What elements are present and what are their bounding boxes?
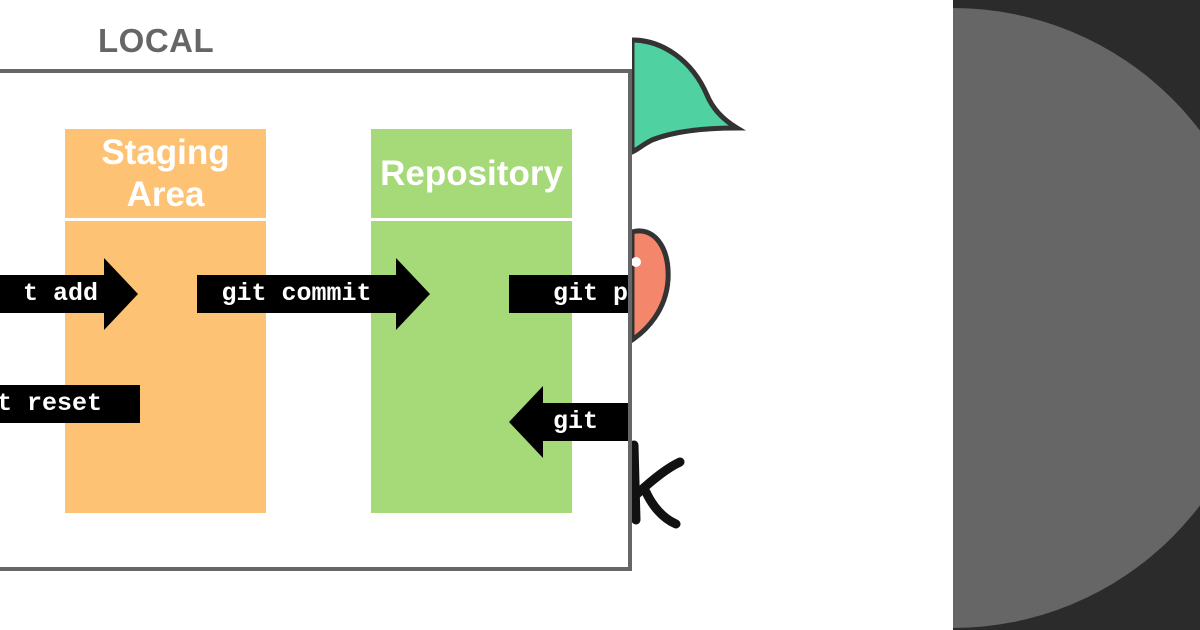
staging-divider <box>65 218 266 221</box>
grey-disc <box>953 8 1200 628</box>
git-push-label: git p <box>553 279 629 308</box>
coral-dot <box>632 257 641 267</box>
local-section-label: LOCAL <box>98 22 215 59</box>
coral-shape <box>632 228 671 344</box>
repository-title: Repository <box>380 153 563 193</box>
git-commit-label: git commit <box>221 279 372 308</box>
leaf-icon <box>632 37 747 155</box>
repository-divider <box>371 218 572 221</box>
git-add-label: t add <box>22 279 98 308</box>
git-add-arrow: t add <box>0 258 138 330</box>
local-frame: Staging Area Repository t add git commit… <box>0 69 632 571</box>
git-commit-arrow: git commit <box>197 258 430 330</box>
staging-title-line1: Staging <box>101 132 230 172</box>
logo-illustration <box>632 0 952 630</box>
git-pull-label: git <box>553 407 599 436</box>
letter-stroke <box>632 440 685 529</box>
mascot-drawing <box>632 37 747 529</box>
staging-title-line2: Area <box>126 174 205 214</box>
dark-side-panel <box>953 0 1200 630</box>
git-reset-label: t reset <box>0 389 102 418</box>
git-pull-arrow: git <box>509 386 628 458</box>
staging-area: Staging Area <box>65 129 266 513</box>
git-reset-bar: t reset <box>0 385 140 423</box>
git-push-arrow: git p <box>509 275 629 313</box>
staging-area-title: Staging Area <box>65 129 266 218</box>
